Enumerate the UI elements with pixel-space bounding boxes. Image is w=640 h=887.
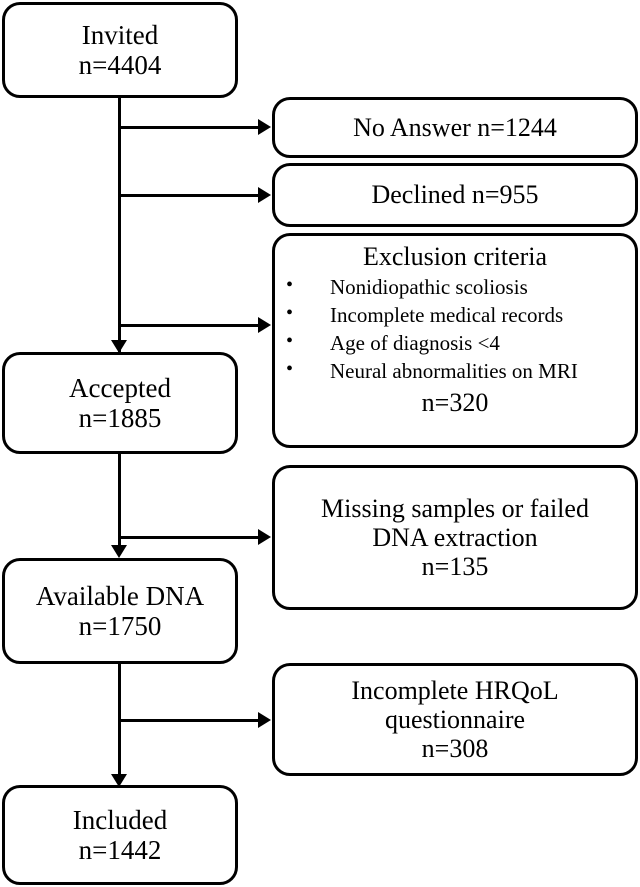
exclusion-criteria-item: Age of diagnosis <4	[286, 328, 640, 357]
arrowhead-available-to-included	[111, 774, 127, 787]
node-included[interactable]: Included n=1442	[2, 785, 238, 885]
arrowhead-exclusion	[258, 317, 271, 333]
node-no-answer[interactable]: No Answer n=1244	[272, 97, 638, 158]
exclusion-criteria-item: Nonidiopathic scoliosis	[286, 272, 640, 301]
node-exclusion-criteria[interactable]: Exclusion criteria Nonidiopathic scolios…	[272, 233, 638, 448]
exclusion-criteria-list: Nonidiopathic scoliosis Incomplete medic…	[264, 272, 640, 386]
arrowhead-missing	[258, 529, 271, 545]
node-available-dna-count: n=1750	[78, 611, 162, 641]
node-missing-dna[interactable]: Missing samples or failed DNA extraction…	[272, 465, 638, 610]
exclusion-criteria-title: Exclusion criteria	[362, 242, 548, 271]
node-incomplete-hrqol-line1: Incomplete HRQoL	[351, 675, 559, 705]
node-declined[interactable]: Declined n=955	[272, 163, 638, 227]
arrowhead-no-answer	[258, 119, 271, 135]
node-missing-dna-line2: DNA extraction	[372, 522, 538, 552]
exclusion-criteria-count: n=320	[421, 387, 489, 417]
arrowhead-declined	[258, 187, 271, 203]
node-incomplete-hrqol[interactable]: Incomplete HRQoL questionnaire n=308	[272, 663, 638, 776]
connector-accepted-to-missing	[118, 536, 260, 539]
connector-available-to-hrqol	[118, 719, 260, 722]
node-incomplete-hrqol-line2: questionnaire	[384, 704, 526, 734]
connector-invited-to-exclusion	[118, 324, 260, 327]
node-invited-count: n=4404	[78, 50, 162, 80]
connector-invited-spine	[118, 98, 121, 352]
node-invited[interactable]: Invited n=4404	[2, 2, 238, 98]
connector-invited-to-declined	[118, 194, 260, 197]
exclusion-criteria-item: Incomplete medical records	[286, 300, 640, 329]
arrowhead-hrqol	[258, 712, 271, 728]
connector-accepted-spine	[118, 454, 121, 546]
node-invited-label: Invited	[81, 19, 159, 50]
node-available-dna-label: Available DNA	[35, 580, 205, 611]
node-included-label: Included	[72, 804, 168, 835]
node-accepted[interactable]: Accepted n=1885	[2, 352, 238, 454]
node-accepted-label: Accepted	[69, 372, 171, 403]
arrowhead-accepted-to-available	[111, 545, 127, 558]
node-no-answer-text: No Answer n=1244	[353, 112, 557, 142]
node-included-count: n=1442	[78, 835, 162, 865]
connector-invited-to-no-answer	[118, 126, 260, 129]
node-available-dna[interactable]: Available DNA n=1750	[2, 558, 238, 664]
node-accepted-count: n=1885	[78, 403, 162, 433]
node-declined-text: Declined n=955	[371, 180, 539, 210]
node-missing-dna-line1: Missing samples or failed	[321, 493, 589, 523]
arrowhead-invited-to-accepted	[111, 340, 127, 353]
exclusion-criteria-item: Neural abnormalities on MRI	[286, 356, 640, 385]
node-missing-dna-count: n=135	[421, 552, 489, 582]
node-incomplete-hrqol-count: n=308	[421, 734, 489, 764]
